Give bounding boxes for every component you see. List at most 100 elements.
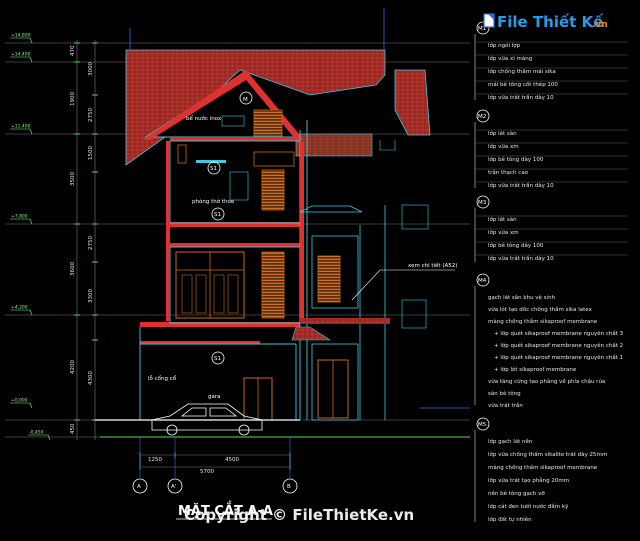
drawing-title: MẶT CẮT A-A [178, 502, 273, 519]
legend-line: lớp lát sàn [488, 130, 517, 137]
grid-axes: A A' B [132, 478, 298, 494]
material-legend: M1 lớp ngói lợp lớp vữa xi măng lớp chốn… [474, 21, 628, 523]
legend-line: màng chống thấm sikaproof membrane [488, 318, 598, 325]
legend-group-m3: M3 lớp lát sàn lớp vữa xm lớp bê tông dà… [474, 195, 628, 262]
level-mark-text: +0,000 [11, 398, 28, 404]
dim-text: 2750 [88, 108, 94, 122]
grid-axis-label: B [287, 484, 291, 490]
legend-marker: M5 [478, 422, 487, 428]
level-mark-text: +14,800 [11, 33, 31, 39]
room-label-first: lỗ cổng cổ [148, 375, 177, 382]
h-dim-text: 1250 [148, 457, 162, 463]
dim-text: 1900 [70, 92, 76, 106]
third-floor-door [261, 169, 285, 211]
level-mark-text: +11,400 [11, 124, 31, 130]
legend-line: lớp vữa chống thấm sikalite trát dày 25m… [488, 451, 607, 458]
legend-marker: M4 [478, 278, 487, 284]
dim-text: 3000 [88, 62, 94, 76]
legend-group-m1: M1 lớp ngói lợp lớp vữa xi măng lớp chốn… [474, 21, 628, 101]
legend-line: + lớp quét sikaproof membrane nguyên chấ… [494, 330, 624, 337]
legend-line: lớp ngói lợp [488, 42, 521, 49]
legend-line: vữa tăng cứng tạo phẳng về phía chậu rửa [488, 377, 605, 385]
legend-line: lớp đất tự nhiên [488, 516, 532, 523]
level-mark-text: +14,400 [11, 52, 31, 58]
building-section: bể nước inox phòng thờ thoe [125, 8, 470, 436]
dim-text: 4300 [88, 371, 94, 385]
brick-parapet [295, 133, 373, 157]
legend-line: sàn bê tông [488, 390, 521, 397]
attic-window [253, 109, 283, 137]
legend-line: lớp lát sàn [488, 216, 517, 223]
legend-line: + lớp quét sikaproof membrane nguyên chấ… [494, 342, 623, 349]
level-mark-text: -0,450 [29, 430, 44, 436]
dim-text: 2750 [88, 236, 94, 250]
level-tag: +11,400 [10, 124, 33, 135]
legend-line: lớp chống thấm mái sika [488, 68, 556, 75]
logo-icon [483, 13, 495, 28]
legend-group-m5: M5 lớp gạch lát nền lớp vữa chống thấm s… [474, 417, 607, 523]
level-tag: +7,800 [10, 214, 33, 225]
legend-line: lớp vữa xm [488, 143, 519, 150]
legend-group-m2: M2 lớp lát sàn lớp vữa xm lớp bê tông dà… [474, 109, 628, 189]
level-mark-text: +4,200 [11, 305, 28, 311]
legend-line: lớp bê tông dày 100 [488, 242, 544, 249]
legend-marker: M3 [478, 200, 487, 206]
legend-line: + lớp quét sikaproof membrane nguyên chấ… [494, 354, 623, 361]
gable-section-cut [142, 70, 304, 140]
legend-line: gạch lát sân khu vệ sinh [488, 294, 556, 301]
room-label-third: phòng thờ thoe [192, 198, 235, 205]
level-mark-text: +7,800 [11, 214, 28, 220]
vertical-dimension-texts: 470 1900 3500 3600 4200 450 3000 2750 15… [70, 45, 94, 434]
legend-line: lớp gạch lát nền [488, 437, 533, 445]
dim-text: 470 [70, 45, 76, 56]
dim-text: 450 [70, 423, 76, 434]
dim-text: 3600 [70, 262, 76, 276]
dim-text: 3500 [70, 172, 76, 186]
legend-marker: M1 [478, 26, 486, 32]
level-tag: +0,000 [10, 398, 33, 409]
second-floor-door [261, 251, 285, 319]
vertical-dimension-chains [74, 40, 98, 440]
h-dim-text: 4500 [225, 457, 239, 463]
legend-group-m4: M4 gạch lát sân khu vệ sinh vữa lót tạo … [474, 273, 624, 409]
legend-marker: M2 [478, 114, 486, 120]
grid-axis-label: A' [171, 484, 176, 490]
legend-line: + lớp lót sikaproof membrane [494, 366, 577, 373]
room-label-garage: gara [208, 394, 221, 400]
section-mark: M [243, 97, 248, 103]
watermark-logo: File Thiết Kế .vn [483, 12, 608, 31]
logo-text: File Thiết Kế [497, 12, 604, 31]
h-dim-text: 5700 [200, 469, 214, 475]
level-tags: +14,800 +14,400 +11,400 +7,800 +4,200 +0… [10, 33, 51, 441]
section-mark: S1 [210, 166, 217, 172]
legend-line: vữa lót tạo dốc chống thấm sika latex [488, 306, 593, 313]
legend-line: lớp vữa trát trần dày 10 [488, 181, 554, 189]
legend-line: trần thạch cao [488, 168, 529, 176]
level-tag: -0,450 [28, 430, 51, 441]
room-label-attic: bể nước inox [186, 115, 222, 122]
section-mark: S1 [214, 212, 221, 218]
floor-slabs [140, 137, 304, 344]
watermark-copyright: Copyright © FileThietKe.vn [184, 506, 414, 524]
dim-text: 3300 [88, 289, 94, 303]
level-tag: +4,200 [10, 305, 33, 316]
legend-line: màng chống thấm sikaproof membrane [488, 464, 598, 471]
legend-line: lớp bê tông dày 100 [488, 156, 544, 163]
logo-domain: .vn [592, 20, 608, 30]
detail-callout: xem chi tiết (A52) [408, 262, 457, 269]
horizontal-dimensions: 1250 5700 4500 [139, 437, 291, 478]
level-tag: +14,400 [10, 52, 33, 63]
level-tag: +14,800 [10, 33, 33, 44]
legend-line: mái bê tông cốt thép 100 [488, 81, 558, 88]
rear-roof [125, 49, 386, 166]
side-window-upper [317, 255, 341, 303]
legend-line: nền bê tông gạch vỡ [488, 489, 545, 497]
right-roof [394, 69, 431, 136]
dim-text: 1500 [88, 146, 94, 160]
legend-line: lớp vữa xm [488, 229, 519, 236]
legend-line: lớp cát đen tưới nước đầm kỹ [488, 502, 569, 510]
legend-line: lớp vữa trát trần dày 10 [488, 93, 554, 101]
car-outline [151, 403, 263, 436]
section-mark: S1 [214, 356, 221, 362]
